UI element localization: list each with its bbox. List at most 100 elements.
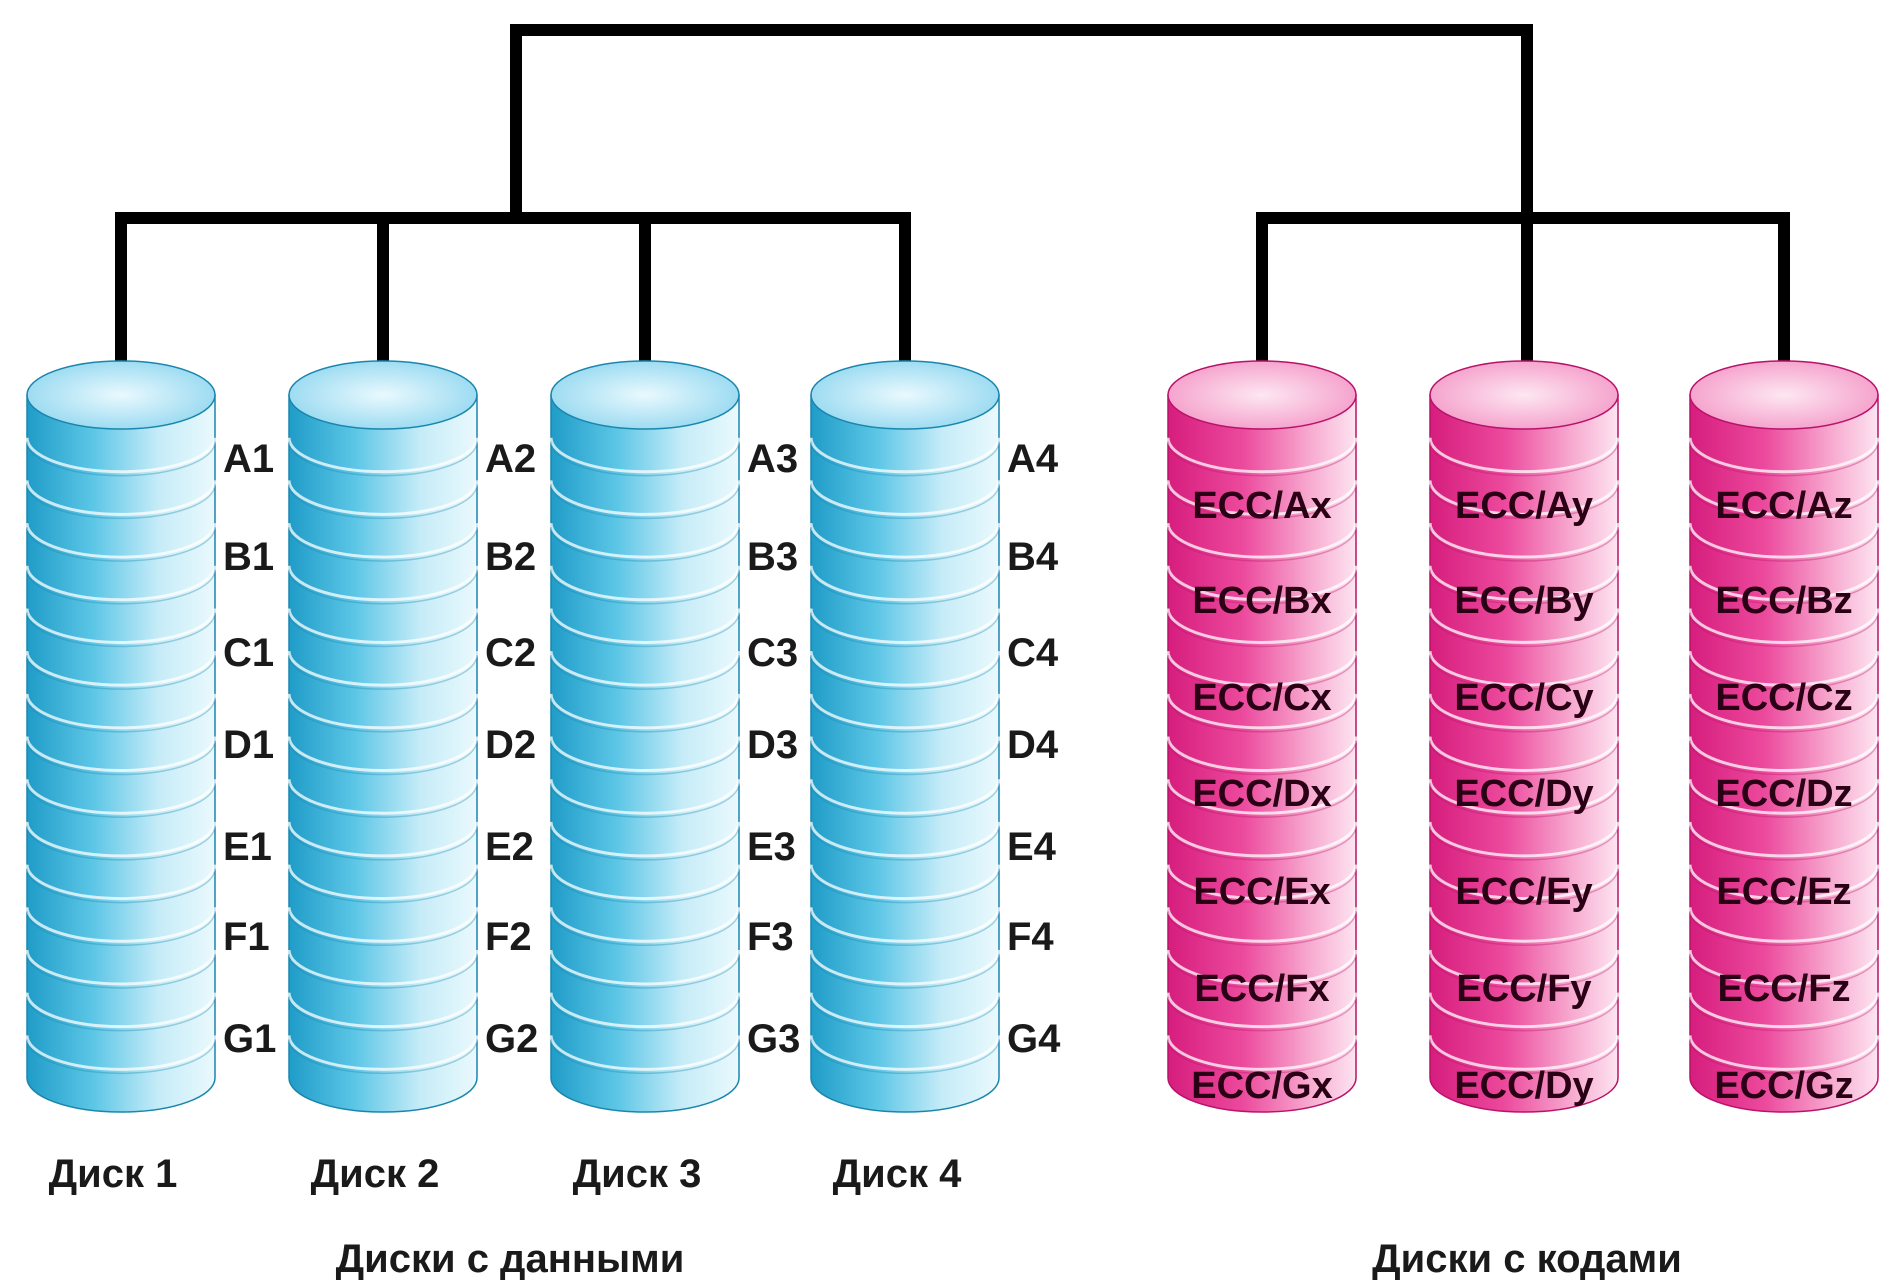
platter-ring-shadow bbox=[288, 911, 478, 946]
data-block-label: C4 bbox=[1007, 631, 1059, 675]
platter-ring bbox=[1166, 864, 1358, 901]
data-disk-body bbox=[550, 394, 740, 1113]
platter-ring bbox=[1428, 565, 1620, 602]
data-block-label: E1 bbox=[223, 825, 272, 869]
platter-ring-shadow bbox=[1167, 783, 1357, 818]
data-disk-top bbox=[26, 360, 216, 430]
platter-ring bbox=[549, 437, 741, 474]
ecc-block-label: ECC/Cy bbox=[1454, 677, 1593, 719]
platter-ring-shadow bbox=[550, 697, 740, 733]
platter-ring bbox=[287, 480, 479, 516]
platter-ring bbox=[549, 949, 741, 986]
ecc-group-label: Диски с кодами bbox=[1372, 1237, 1682, 1281]
platter-ring-shadow bbox=[26, 527, 216, 562]
platter-ring bbox=[25, 949, 217, 986]
platter-ring bbox=[809, 693, 1001, 730]
platter-ring-shadow bbox=[1689, 527, 1879, 562]
disk-label: Диск 1 bbox=[49, 1152, 178, 1196]
platter-ring-shadow bbox=[1429, 868, 1619, 904]
platter-ring-shadow bbox=[810, 825, 1000, 861]
platter-ring-shadow bbox=[1167, 655, 1357, 690]
ecc-block-label: ECC/By bbox=[1454, 580, 1593, 622]
platter-ring-shadow bbox=[288, 1039, 478, 1075]
ecc-disk-2 bbox=[1428, 360, 1620, 1113]
platter-ring bbox=[809, 1035, 1001, 1071]
data-block-label: C3 bbox=[747, 631, 798, 675]
platter-ring bbox=[549, 779, 741, 815]
platter-ring bbox=[287, 1035, 479, 1071]
platter-ring-shadow bbox=[288, 569, 478, 605]
data-block-label: B1 bbox=[223, 535, 274, 579]
platter-ring bbox=[1688, 608, 1880, 644]
platter-ring-shadow bbox=[26, 825, 216, 861]
platter-ring-shadow bbox=[1429, 527, 1619, 562]
platter-ring-shadow bbox=[550, 612, 740, 648]
platter-ring bbox=[287, 693, 479, 730]
platter-ring-shadow bbox=[26, 441, 216, 477]
ecc-disk-body bbox=[1689, 394, 1879, 1113]
platter-ring bbox=[549, 821, 741, 858]
platter-ring bbox=[809, 779, 1001, 815]
data-block-label: B2 bbox=[485, 535, 536, 579]
platter-ring-shadow bbox=[1689, 783, 1879, 818]
platter-ring-shadow bbox=[810, 697, 1000, 733]
platter-ring-shadow bbox=[1429, 441, 1619, 477]
platter-ring-shadow bbox=[1429, 655, 1619, 690]
platter-ring-shadow bbox=[26, 911, 216, 946]
platter-ring bbox=[549, 992, 741, 1029]
platter-ring-shadow bbox=[810, 783, 1000, 818]
platter-ring bbox=[1166, 736, 1358, 772]
platter-ring bbox=[25, 565, 217, 602]
platter-ring bbox=[25, 608, 217, 644]
disk-array bbox=[25, 360, 1880, 1113]
ecc-block-label: ECC/Gx bbox=[1191, 1065, 1332, 1107]
platter-ring-shadow bbox=[288, 953, 478, 989]
data-group-label: Диски с данными bbox=[336, 1237, 685, 1281]
ecc-block-label: ECC/Az bbox=[1715, 485, 1852, 527]
ecc-block-label: ECC/Ey bbox=[1455, 871, 1592, 913]
ecc-block-label: ECC/Ez bbox=[1716, 871, 1851, 913]
platter-ring-shadow bbox=[810, 655, 1000, 690]
platter-ring-shadow bbox=[1167, 825, 1357, 861]
platter-ring bbox=[25, 651, 217, 687]
platter-ring bbox=[549, 693, 741, 730]
platter-ring bbox=[549, 480, 741, 516]
data-block-label: G2 bbox=[485, 1017, 538, 1061]
platter-ring bbox=[1166, 437, 1358, 474]
platter-ring bbox=[549, 736, 741, 772]
data-block-label: A2 bbox=[485, 437, 536, 481]
platter-ring-shadow bbox=[26, 484, 216, 520]
platter-ring-shadow bbox=[550, 996, 740, 1032]
platter-ring-shadow bbox=[550, 911, 740, 946]
platter-ring-shadow bbox=[550, 953, 740, 989]
platter-ring-shadow bbox=[810, 527, 1000, 562]
platter-ring-shadow bbox=[288, 697, 478, 733]
platter-ring-shadow bbox=[1689, 953, 1879, 989]
ecc-disk-top bbox=[1167, 360, 1357, 430]
platter-ring bbox=[1428, 437, 1620, 474]
platter-ring bbox=[1428, 608, 1620, 644]
platter-ring-shadow bbox=[810, 740, 1000, 776]
platter-ring-shadow bbox=[1689, 740, 1879, 776]
platter-ring-shadow bbox=[1167, 1039, 1357, 1075]
ecc-block-label: ECC/Ay bbox=[1455, 485, 1593, 527]
platter-ring bbox=[549, 864, 741, 901]
platter-ring bbox=[549, 907, 741, 943]
platter-ring bbox=[549, 1035, 741, 1071]
platter-ring-shadow bbox=[1429, 825, 1619, 861]
platter-ring-shadow bbox=[550, 655, 740, 690]
platter-ring bbox=[287, 736, 479, 772]
platter-ring bbox=[809, 821, 1001, 858]
platter-ring bbox=[1428, 480, 1620, 516]
disk-label: Диск 4 bbox=[833, 1152, 962, 1196]
platter-ring bbox=[25, 821, 217, 858]
platter-ring bbox=[287, 437, 479, 474]
platter-ring-shadow bbox=[550, 527, 740, 562]
platter-ring bbox=[1166, 992, 1358, 1029]
data-disk-top bbox=[550, 360, 740, 430]
data-block-label: G3 bbox=[747, 1017, 800, 1061]
platter-ring-shadow bbox=[1429, 484, 1619, 520]
platter-ring bbox=[1688, 907, 1880, 943]
platter-ring-shadow bbox=[550, 868, 740, 904]
platter-ring-shadow bbox=[1167, 953, 1357, 989]
